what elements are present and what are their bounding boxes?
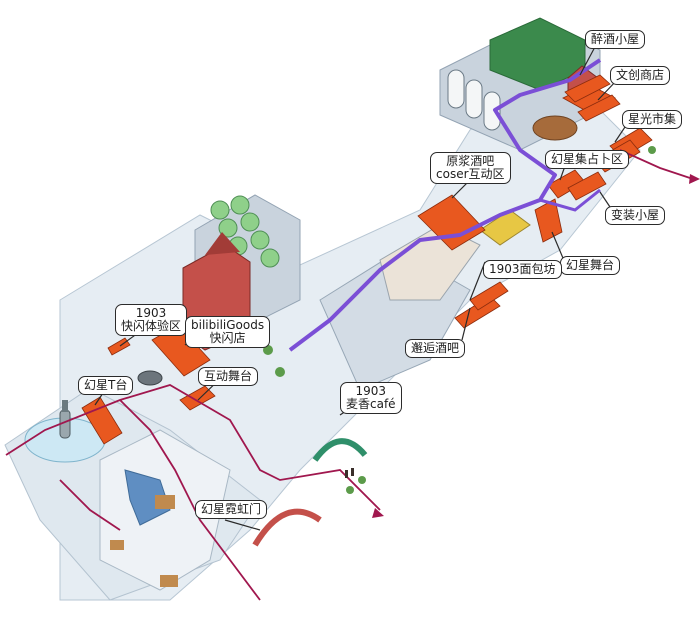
neon-gate xyxy=(252,508,322,547)
brick-tower-roof xyxy=(205,232,240,255)
visitor-route-2 xyxy=(119,399,261,601)
label-mianbao[interactable]: 1903面包坊 xyxy=(483,260,562,279)
label-bianzhuang[interactable]: 变装小屋 xyxy=(605,206,666,225)
silo-icon xyxy=(447,69,501,131)
label-text: 幻星舞台 xyxy=(566,258,615,272)
kiosk-3 xyxy=(110,540,124,550)
label-text: 快闪体验区 xyxy=(121,319,182,333)
label-tai[interactable]: 幻星T台 xyxy=(78,376,134,395)
label-bilibili[interactable]: bilibiliGoods 快闪店 xyxy=(185,316,271,348)
walkway-path-2 xyxy=(539,188,601,212)
label-text: 文创商店 xyxy=(616,68,665,82)
label-text: 1903 xyxy=(135,306,167,320)
label-text: 麦香café xyxy=(346,397,396,411)
round-pavilion xyxy=(532,115,578,141)
visitor-route xyxy=(5,384,381,511)
visitor-route-3 xyxy=(59,479,121,531)
label-zuijiu[interactable]: 醉酒小屋 xyxy=(585,30,646,49)
label-text: 原浆酒吧 xyxy=(446,154,495,168)
label-text: 幻星霓虹门 xyxy=(201,502,262,516)
neon-gate-2 xyxy=(312,438,368,462)
label-hudong[interactable]: 互动舞台 xyxy=(198,367,259,386)
highlight-zones xyxy=(81,74,653,445)
label-text: 幻星集占卜区 xyxy=(551,152,624,166)
tank-cluster-left xyxy=(210,195,280,268)
zone-wenchuang-2 xyxy=(577,94,621,122)
zone-wenchuang xyxy=(564,74,611,103)
label-text: coser互动区 xyxy=(436,167,505,181)
people-icon xyxy=(345,468,354,478)
zone-bianzhuang xyxy=(567,171,607,201)
label-text: 邂逅酒吧 xyxy=(411,341,460,355)
label-zhanbu[interactable]: 幻星集占卜区 xyxy=(545,150,630,169)
label-yuanjiang[interactable]: 原浆酒吧 coser互动区 xyxy=(430,152,511,184)
kiosk-2 xyxy=(160,575,178,587)
label-text: 快闪店 xyxy=(209,331,246,345)
label-text: 星光市集 xyxy=(628,112,677,126)
label-text: 变装小屋 xyxy=(611,208,660,222)
label-kuaishan[interactable]: 1903 快闪体验区 xyxy=(115,304,188,336)
label-text: 幻星T台 xyxy=(84,378,128,392)
label-text: 互动舞台 xyxy=(204,369,253,383)
kiosk xyxy=(155,495,175,509)
round-table xyxy=(137,370,163,386)
ramp xyxy=(124,469,171,526)
zone-xiehou xyxy=(469,281,509,311)
route-arrow-east xyxy=(689,174,700,184)
label-text: 醉酒小屋 xyxy=(591,32,640,46)
route-arrow-south xyxy=(372,508,384,518)
label-xingguang[interactable]: 星光市集 xyxy=(622,110,683,129)
label-maixiang[interactable]: 1903 麦香café xyxy=(340,382,402,414)
label-text: bilibiliGoods xyxy=(191,318,265,332)
label-text: 1903面包坊 xyxy=(489,262,556,276)
visitor-route-4 xyxy=(619,149,691,179)
label-text: 1903 xyxy=(355,384,387,398)
zone-tai xyxy=(81,396,123,445)
label-wenchuang[interactable]: 文创商店 xyxy=(610,66,671,85)
label-nihong[interactable]: 幻星霓虹门 xyxy=(195,500,268,519)
label-wutai[interactable]: 幻星舞台 xyxy=(560,256,621,275)
label-xiehou[interactable]: 邂逅酒吧 xyxy=(405,339,466,358)
